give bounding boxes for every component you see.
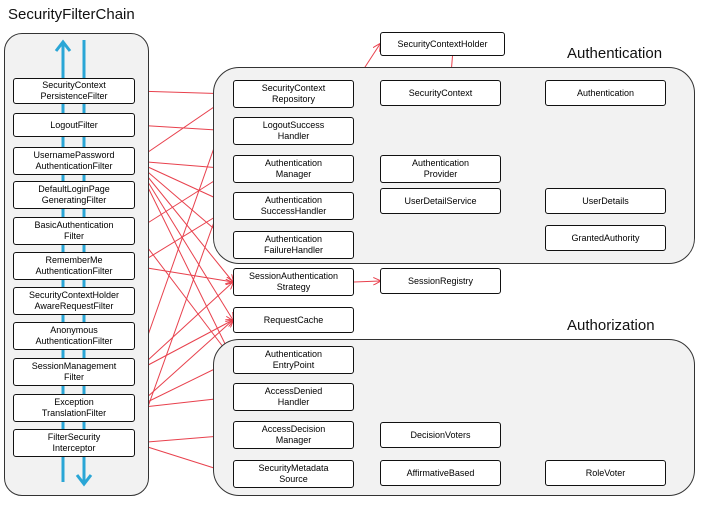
- component-label: SecurityContext Repository: [261, 83, 326, 104]
- component-label: AccessDecision Manager: [261, 424, 326, 445]
- filter-label: BasicAuthentication Filter: [34, 220, 114, 241]
- component-label: UserDetails: [582, 195, 629, 206]
- component-label: Authentication EntryPoint: [264, 349, 323, 370]
- component-logoutH: LogoutSuccess Handler: [233, 117, 354, 145]
- component-label: LogoutSuccess Handler: [262, 120, 325, 141]
- component-label: AffirmativeBased: [406, 467, 475, 478]
- downward-flow-arrowhead: [75, 474, 93, 487]
- filter-label: UsernamePassword AuthenticationFilter: [33, 150, 115, 171]
- filter-f6: RememberMe AuthenticationFilter: [13, 252, 135, 280]
- component-authMgr: Authentication Manager: [233, 155, 354, 183]
- filter-f7: SecurityContextHolder AwareRequestFilter: [13, 287, 135, 315]
- component-ctx: SecurityContext: [380, 80, 501, 106]
- component-label: AccessDenied Handler: [264, 386, 323, 407]
- chain-title: SecurityFilterChain: [8, 6, 135, 23]
- component-label: SecurityContext: [408, 87, 473, 98]
- arrow-f3-to-sas: [134, 160, 233, 282]
- component-aff: AffirmativeBased: [380, 460, 501, 486]
- component-role: RoleVoter: [545, 460, 666, 486]
- component-sreg: SessionRegistry: [380, 268, 501, 294]
- arrow-f3-to-entry: [134, 160, 233, 360]
- component-label: Authentication SuccessHandler: [260, 195, 327, 216]
- component-failH: Authentication FailureHandler: [233, 231, 354, 259]
- filter-label: RememberMe AuthenticationFilter: [35, 255, 113, 276]
- filter-f8: Anonymous AuthenticationFilter: [13, 322, 135, 350]
- filter-label: SessionManagement Filter: [31, 361, 117, 382]
- component-repo: SecurityContext Repository: [233, 80, 354, 108]
- component-auth: Authentication: [545, 80, 666, 106]
- component-rcache: RequestCache: [233, 307, 354, 333]
- filter-f2: LogoutFilter: [13, 113, 135, 137]
- filter-label: DefaultLoginPage GeneratingFilter: [38, 184, 110, 205]
- component-voters: DecisionVoters: [380, 422, 501, 448]
- component-holder: SecurityContextHolder: [380, 32, 505, 56]
- component-ga: GrantedAuthority: [545, 225, 666, 251]
- component-label: SessionRegistry: [407, 275, 474, 286]
- filter-label: Exception TranslationFilter: [41, 397, 107, 418]
- filter-f1: SecurityContext PersistenceFilter: [13, 78, 135, 104]
- arrow-f9-to-rcache: [134, 320, 233, 373]
- filter-f5: BasicAuthentication Filter: [13, 217, 135, 245]
- upward-flow-arrowhead: [54, 39, 72, 52]
- component-label: GrantedAuthority: [571, 232, 640, 243]
- component-label: SecurityContextHolder: [397, 38, 488, 49]
- component-authProv: Authentication Provider: [380, 155, 501, 183]
- component-succH: Authentication SuccessHandler: [233, 192, 354, 220]
- component-label: Authentication Provider: [411, 158, 470, 179]
- arrow-f9-to-sas: [134, 282, 233, 373]
- component-meta: SecurityMetadata Source: [233, 460, 354, 488]
- component-label: Authentication FailureHandler: [263, 234, 324, 255]
- filter-f4: DefaultLoginPage GeneratingFilter: [13, 181, 135, 209]
- component-entry: Authentication EntryPoint: [233, 346, 354, 374]
- authentication-title: Authentication: [567, 45, 663, 62]
- filter-label: FilterSecurity Interceptor: [47, 432, 101, 453]
- component-sas: SessionAuthentication Strategy: [233, 268, 354, 296]
- filter-label: SecurityContextHolder AwareRequestFilter: [28, 290, 120, 311]
- filter-f9: SessionManagement Filter: [13, 358, 135, 386]
- arrow-sas-to-sreg: [353, 281, 380, 282]
- filter-f10: Exception TranslationFilter: [13, 394, 135, 422]
- filter-label: Anonymous AuthenticationFilter: [35, 325, 113, 346]
- arrow-f6-to-sas: [134, 265, 233, 282]
- component-label: Authentication Manager: [264, 158, 323, 179]
- component-ud: UserDetails: [545, 188, 666, 214]
- component-label: Authentication: [576, 87, 635, 98]
- component-label: DecisionVoters: [410, 429, 471, 440]
- component-adm: AccessDecision Manager: [233, 421, 354, 449]
- arrow-f5-to-entry: [134, 230, 233, 360]
- component-denied: AccessDenied Handler: [233, 383, 354, 411]
- component-uds: UserDetailService: [380, 188, 501, 214]
- arrow-f3-to-rcache: [134, 160, 233, 320]
- filter-label: LogoutFilter: [50, 119, 98, 130]
- filter-f11: FilterSecurity Interceptor: [13, 429, 135, 457]
- component-label: SecurityMetadata Source: [258, 463, 329, 484]
- component-label: RoleVoter: [585, 467, 626, 478]
- arrow-f10-to-rcache: [134, 320, 233, 409]
- component-label: UserDetailService: [404, 195, 477, 206]
- component-label: RequestCache: [263, 314, 324, 325]
- authorization-title: Authorization: [567, 317, 655, 334]
- filter-label: SecurityContext PersistenceFilter: [40, 80, 108, 101]
- filter-f3: UsernamePassword AuthenticationFilter: [13, 147, 135, 175]
- component-label: SessionAuthentication Strategy: [248, 271, 339, 292]
